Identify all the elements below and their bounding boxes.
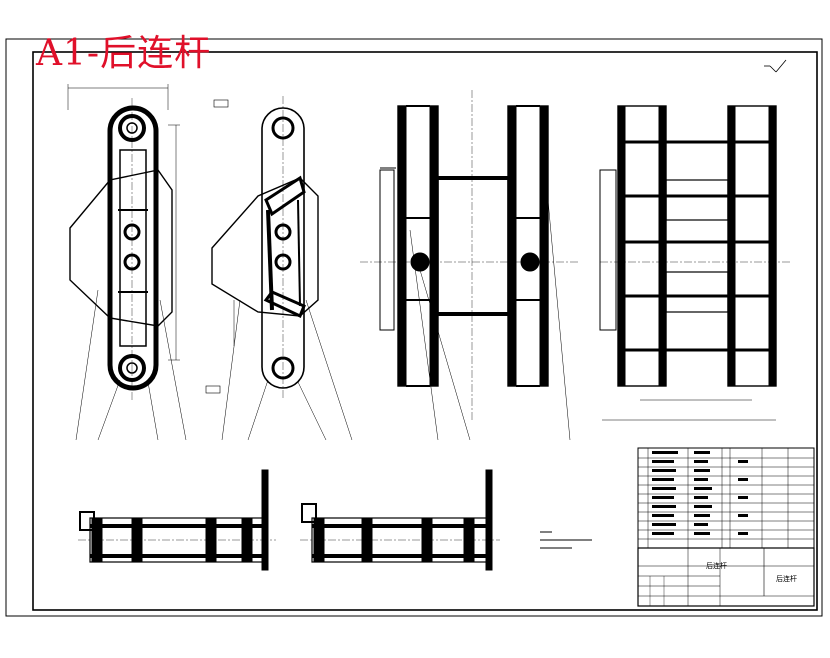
title-block: [637, 547, 815, 607]
drawing-title-label: A1-后连杆: [36, 33, 212, 74]
view-top: [599, 105, 790, 421]
outer-frame: [5, 38, 823, 617]
title-block-part-name: 后连杆: [776, 575, 797, 583]
view-rotated-link: [205, 96, 353, 441]
roughness-symbol: [764, 59, 787, 73]
parts-list-entries: [652, 451, 748, 535]
view-front-link: [67, 84, 187, 441]
inner-frame: [32, 51, 818, 611]
view-section-a: [360, 90, 580, 441]
parts-list-table: [637, 447, 815, 549]
technical-notes: [540, 531, 592, 549]
view-bottom-middle: [300, 469, 500, 571]
view-bottom-left: [78, 469, 276, 571]
title-block-mid-label: 后连杆: [706, 562, 727, 570]
